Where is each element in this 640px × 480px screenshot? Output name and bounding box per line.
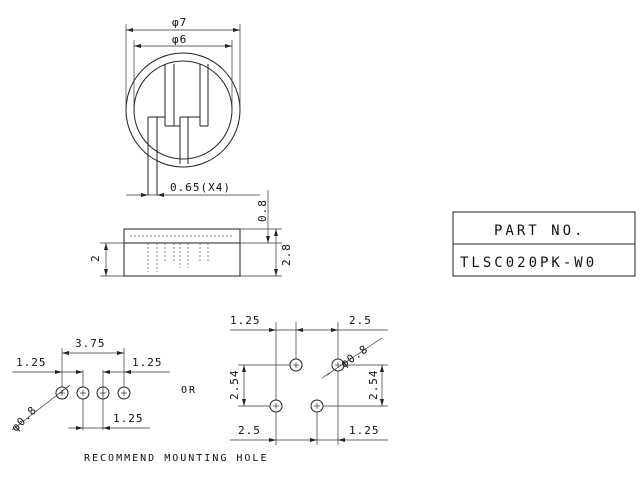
hole-diameter-label-b: φ0.8 (338, 342, 370, 370)
span-label-a: 3.75 (75, 337, 106, 350)
left-pitch-label-a: 1.25 (16, 356, 47, 369)
right-pitch-label-a: 1.25 (132, 356, 163, 369)
bottom-left-label-b: 2.5 (238, 424, 261, 437)
inner-diameter-label: φ6 (172, 33, 187, 46)
hole-grid-b (269, 358, 345, 413)
footprint-b: 1.25 2.5 2.54 2.54 2.5 1.25 φ0.8 (228, 314, 388, 445)
side-body (123, 228, 241, 277)
top-left-label-b: 1.25 (230, 314, 261, 327)
right-vertical-label-b: 2.54 (367, 370, 380, 401)
total-height-label: 2.8 (280, 243, 293, 266)
inner-circle (133, 60, 233, 160)
part-number-value: TLSC020PK-W0 (460, 255, 597, 271)
hole-diameter-label-a: φ0.8 (9, 403, 40, 434)
part-number-box: PART NO. TLSC020PK-W0 (452, 211, 636, 277)
lead-width-label: 0.65(X4) (170, 181, 231, 194)
hole-row-a (55, 386, 131, 400)
side-view: 2 2.8 0.8 (89, 190, 293, 277)
left-vertical-label-b: 2.54 (228, 370, 241, 401)
or-label: OR (181, 385, 197, 396)
top-gap-label: 0.8 (256, 199, 269, 222)
body-height-label: 2 (89, 254, 102, 262)
lead-pattern (147, 64, 209, 195)
mounting-caption: RECOMMEND MOUNTING HOLE (84, 453, 268, 464)
top-right-label-b: 2.5 (349, 314, 372, 327)
outer-circle (125, 52, 241, 168)
bottom-right-label-b: 1.25 (349, 424, 380, 437)
footprint-a: 3.75 1.25 1.25 1.25 φ0.8 (9, 337, 170, 434)
outer-diameter-label: φ7 (172, 16, 187, 29)
bottom-pitch-label-a: 1.25 (113, 412, 144, 425)
part-number-header: PART NO. (494, 223, 585, 239)
top-view: φ7 φ6 0.65(X4) (125, 16, 260, 197)
